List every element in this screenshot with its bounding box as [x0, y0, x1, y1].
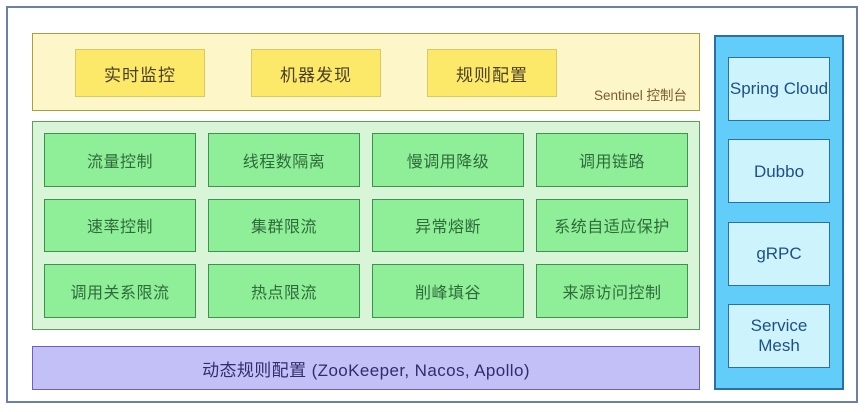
feature-cell-hotspot-flow-control[interactable]: 热点限流: [208, 264, 360, 318]
feature-cell-label: 流量控制: [86, 153, 153, 171]
feature-cell-rate-control[interactable]: 速率控制: [44, 198, 196, 253]
adapter-cell-label: Service Mesh: [750, 316, 808, 355]
feature-grid: 流量控制 线程数隔离 慢调用降级 调用链路 速率控制 集群限流: [44, 133, 688, 318]
feature-cell-label: 调用链路: [578, 153, 645, 171]
adapter-cell-grpc[interactable]: gRPC: [728, 221, 830, 286]
dynamic-rule-datasource-bar[interactable]: 动态规则配置 (ZooKeeper, Nacos, Apollo): [32, 346, 700, 390]
feature-cell-flow-control[interactable]: 流量控制: [44, 133, 196, 187]
dynamic-rule-datasource-label: 动态规则配置 (ZooKeeper, Nacos, Apollo): [202, 360, 530, 380]
feature-cell-exception-circuit-breaker[interactable]: 异常熔断: [372, 198, 524, 253]
feature-cell-cluster-flow-control[interactable]: 集群限流: [208, 198, 360, 253]
sentinel-console-panel: 实时监控 机器发现 规则配置 Sentinel 控制台: [32, 33, 700, 111]
feature-cell-label: 热点限流: [250, 285, 317, 303]
feature-cell-label: 线程数隔离: [242, 153, 326, 171]
feature-cell-call-chain[interactable]: 调用链路: [536, 133, 688, 187]
console-cell-machine-discovery[interactable]: 机器发现: [251, 49, 381, 97]
feature-cell-label: 调用关系限流: [70, 285, 170, 303]
adapter-cell-spring-cloud[interactable]: Spring Cloud: [728, 57, 830, 121]
adapter-cell-label: Spring Cloud: [729, 79, 829, 99]
feature-cell-label: 异常熔断: [414, 219, 481, 237]
feature-cell-label: 速率控制: [86, 219, 153, 237]
feature-cell-slow-call-degrade[interactable]: 慢调用降级: [372, 133, 524, 187]
sentinel-core-feature-panel: 流量控制 线程数隔离 慢调用降级 调用链路 速率控制 集群限流: [32, 121, 700, 330]
feature-cell-thread-isolation[interactable]: 线程数隔离: [208, 133, 360, 187]
feature-cell-label: 慢调用降级: [406, 153, 490, 171]
feature-cell-relation-flow-control[interactable]: 调用关系限流: [44, 264, 196, 318]
feature-cell-peak-shaving[interactable]: 削峰填谷: [372, 264, 524, 318]
console-cell-label: 机器发现: [280, 65, 352, 85]
adapter-panel: Spring Cloud Dubbo gRPC Service Mesh: [714, 35, 844, 390]
feature-cell-origin-access-control[interactable]: 来源访问控制: [536, 264, 688, 318]
console-cell-rule-config[interactable]: 规则配置: [427, 49, 557, 97]
adapter-cell-dubbo[interactable]: Dubbo: [728, 139, 830, 204]
feature-cell-label: 削峰填谷: [414, 285, 481, 303]
sentinel-console-caption: Sentinel 控制台: [593, 88, 687, 103]
console-cell-label: 实时监控: [104, 65, 176, 85]
adapter-cell-label: Dubbo: [753, 161, 805, 181]
adapter-list: Spring Cloud Dubbo gRPC Service Mesh: [728, 57, 830, 368]
console-cell-realtime-monitor[interactable]: 实时监控: [75, 49, 205, 97]
console-cell-label: 规则配置: [456, 65, 528, 85]
feature-cell-label: 系统自适应保护: [554, 219, 670, 237]
adapter-cell-label: gRPC: [756, 243, 802, 263]
feature-cell-label: 来源访问控制: [562, 285, 662, 303]
adapter-cell-service-mesh[interactable]: Service Mesh: [728, 303, 830, 368]
diagram-outer-frame: 实时监控 机器发现 规则配置 Sentinel 控制台 流量控制 线程数隔离 慢…: [6, 6, 858, 403]
feature-cell-system-adaptive-protection[interactable]: 系统自适应保护: [536, 198, 688, 253]
feature-cell-label: 集群限流: [250, 219, 317, 237]
